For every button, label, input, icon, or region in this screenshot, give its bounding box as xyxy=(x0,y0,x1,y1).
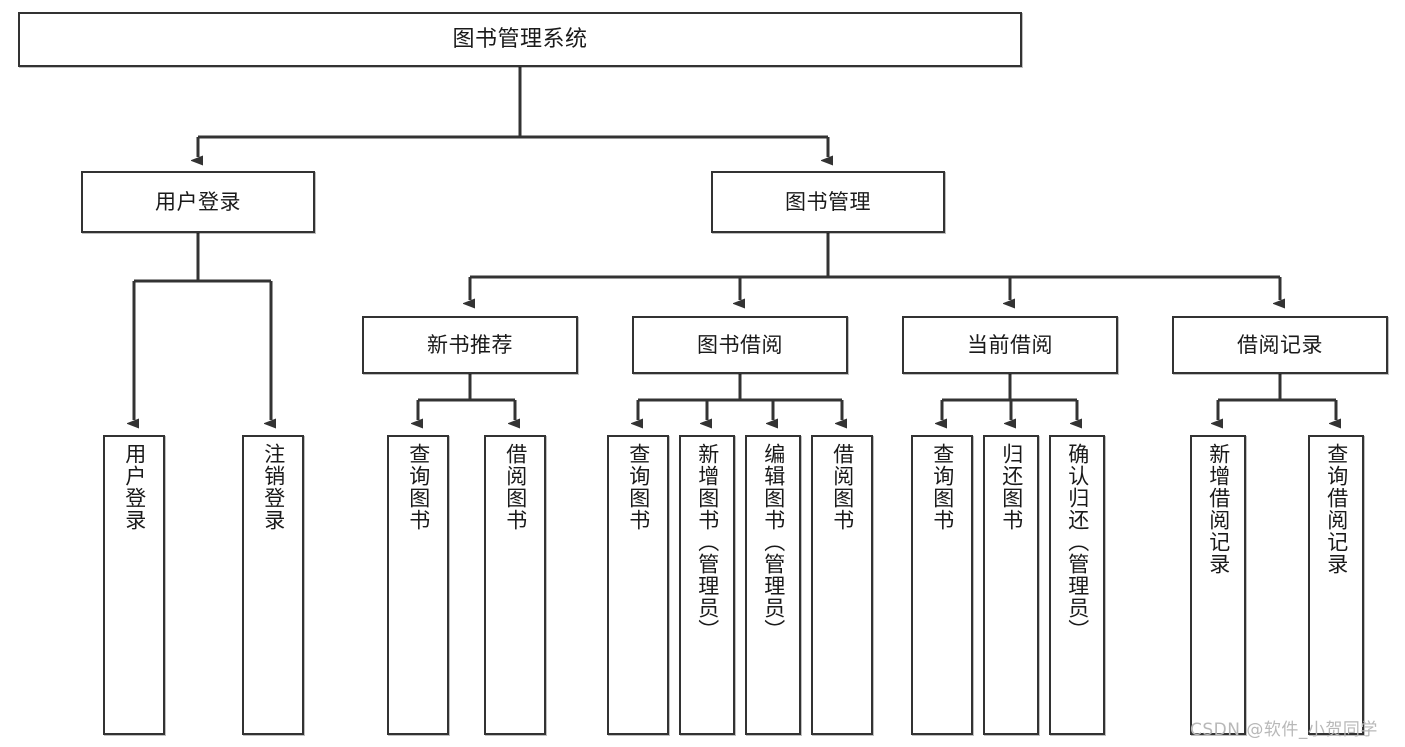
node-leaf-confirm-return-label: 确认归还（管理员） xyxy=(1065,443,1090,641)
node-borrow-record[interactable]: 借阅记录 xyxy=(1172,316,1388,374)
node-leaf-user-login[interactable]: 用户登录 xyxy=(103,435,165,735)
node-leaf-edit-book-label: 编辑图书（管理员） xyxy=(761,443,786,641)
node-leaf-query-book-1[interactable]: 查询图书 xyxy=(387,435,449,735)
node-leaf-edit-book[interactable]: 编辑图书（管理员） xyxy=(745,435,801,735)
node-leaf-query-borrow-record[interactable]: 查询借阅记录 xyxy=(1308,435,1364,735)
node-user-login[interactable]: 用户登录 xyxy=(81,171,315,233)
node-leaf-logout[interactable]: 注销登录 xyxy=(242,435,304,735)
node-leaf-borrow-book-1[interactable]: 借阅图书 xyxy=(484,435,546,735)
node-borrow-record-label: 借阅记录 xyxy=(1237,332,1323,357)
node-leaf-query-book-2[interactable]: 查询图书 xyxy=(607,435,669,735)
node-user-login-label: 用户登录 xyxy=(155,189,241,214)
node-leaf-query-book-1-label: 查询图书 xyxy=(406,443,431,531)
node-leaf-query-book-3-label: 查询图书 xyxy=(930,443,955,531)
node-leaf-add-book[interactable]: 新增图书（管理员） xyxy=(679,435,735,735)
node-leaf-return-book[interactable]: 归还图书 xyxy=(983,435,1039,735)
node-book-borrow[interactable]: 图书借阅 xyxy=(632,316,848,374)
node-leaf-borrow-book-2-label: 借阅图书 xyxy=(830,443,855,531)
node-leaf-return-book-label: 归还图书 xyxy=(999,443,1024,531)
node-root-label: 图书管理系统 xyxy=(452,26,588,52)
node-leaf-logout-label: 注销登录 xyxy=(261,443,286,531)
node-book-borrow-label: 图书借阅 xyxy=(697,332,783,357)
node-leaf-add-borrow-record[interactable]: 新增借阅记录 xyxy=(1190,435,1246,735)
node-current-borrow-label: 当前借阅 xyxy=(967,332,1053,357)
csdn-watermark: CSDN @软件_小贺同学 xyxy=(1190,720,1378,740)
node-leaf-user-login-label: 用户登录 xyxy=(122,443,147,531)
node-leaf-borrow-book-2[interactable]: 借阅图书 xyxy=(811,435,873,735)
node-leaf-query-book-2-label: 查询图书 xyxy=(626,443,651,531)
node-root[interactable]: 图书管理系统 xyxy=(18,12,1022,67)
node-leaf-add-book-label: 新增图书（管理员） xyxy=(695,443,720,641)
node-leaf-borrow-book-1-label: 借阅图书 xyxy=(503,443,528,531)
node-new-book-recommend-label: 新书推荐 xyxy=(427,332,513,357)
node-book-manage-label: 图书管理 xyxy=(785,189,871,214)
node-new-book-recommend[interactable]: 新书推荐 xyxy=(362,316,578,374)
node-current-borrow[interactable]: 当前借阅 xyxy=(902,316,1118,374)
node-leaf-query-borrow-record-label: 查询借阅记录 xyxy=(1324,443,1349,575)
node-leaf-confirm-return[interactable]: 确认归还（管理员） xyxy=(1049,435,1105,735)
node-leaf-query-book-3[interactable]: 查询图书 xyxy=(911,435,973,735)
node-leaf-add-borrow-record-label: 新增借阅记录 xyxy=(1206,443,1231,575)
node-book-manage[interactable]: 图书管理 xyxy=(711,171,945,233)
